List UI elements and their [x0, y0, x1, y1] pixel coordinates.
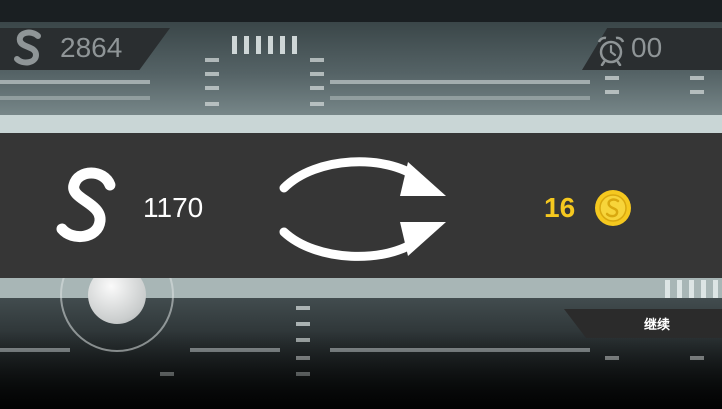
coins-value: 16	[544, 192, 576, 223]
lane-marking	[330, 80, 590, 84]
gold-coin-icon	[595, 190, 631, 226]
crosswalk	[665, 280, 722, 298]
alarm-clock-icon	[597, 36, 625, 66]
crosswalk	[232, 36, 302, 54]
lane-marking	[605, 76, 619, 80]
top-strip	[0, 0, 722, 22]
lane-marking	[310, 72, 324, 76]
lane-marking	[296, 306, 310, 310]
sidewalk	[0, 115, 722, 133]
lane-marking	[310, 58, 324, 62]
lane-marking	[205, 58, 219, 62]
lane-marking	[205, 102, 219, 106]
lane-marking	[690, 90, 704, 94]
timer-panel	[582, 28, 722, 70]
lane-marking	[605, 90, 619, 94]
lane-marking	[310, 86, 324, 90]
exchange-arrows-icon	[279, 157, 446, 261]
lane-marking	[310, 102, 324, 106]
timer-value: 00	[631, 32, 663, 63]
lane-marking	[0, 80, 150, 84]
lane-marking	[330, 96, 590, 100]
lane-marking	[205, 72, 219, 76]
lane-marking	[296, 322, 310, 326]
lane-marking	[205, 86, 219, 90]
continue-button[interactable]: 继续	[564, 309, 722, 338]
lane-marking	[0, 96, 150, 100]
sidewalk	[0, 278, 722, 298]
score-value: 2864	[60, 32, 123, 63]
s-logo-icon	[14, 29, 41, 66]
lane-marking	[690, 76, 704, 80]
points-value: 1170	[143, 192, 204, 223]
s-logo-icon	[56, 167, 116, 242]
continue-label: 继续	[643, 317, 670, 332]
